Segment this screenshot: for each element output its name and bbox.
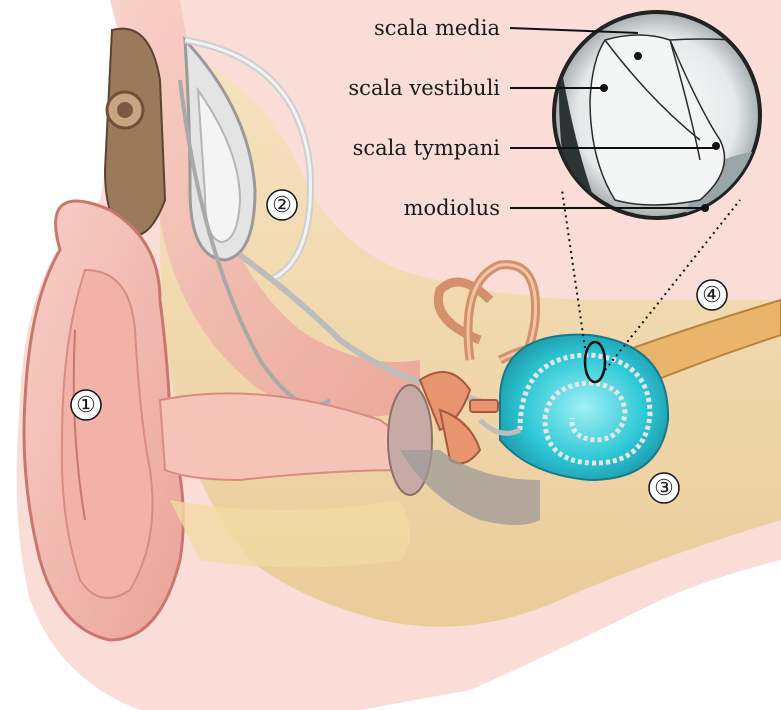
svg-text:②: ② [272, 193, 292, 218]
label-modiolus: modiolus [404, 196, 500, 220]
label-scala-vestibuli: scala vestibuli [348, 76, 500, 100]
svg-text:③: ③ [654, 476, 674, 501]
speech-processor [105, 29, 165, 236]
callout-3: ③ [649, 473, 679, 503]
label-scala-media: scala media [374, 16, 500, 40]
svg-text:①: ① [76, 393, 96, 418]
label-scala-tympani: scala tympani [353, 136, 501, 160]
scala-media-dot [634, 52, 642, 60]
ear-canal-floor [170, 500, 410, 568]
callout-2: ② [267, 190, 297, 220]
callout-4: ④ [697, 280, 727, 310]
callout-1: ① [71, 390, 101, 420]
svg-text:④: ④ [702, 283, 722, 308]
